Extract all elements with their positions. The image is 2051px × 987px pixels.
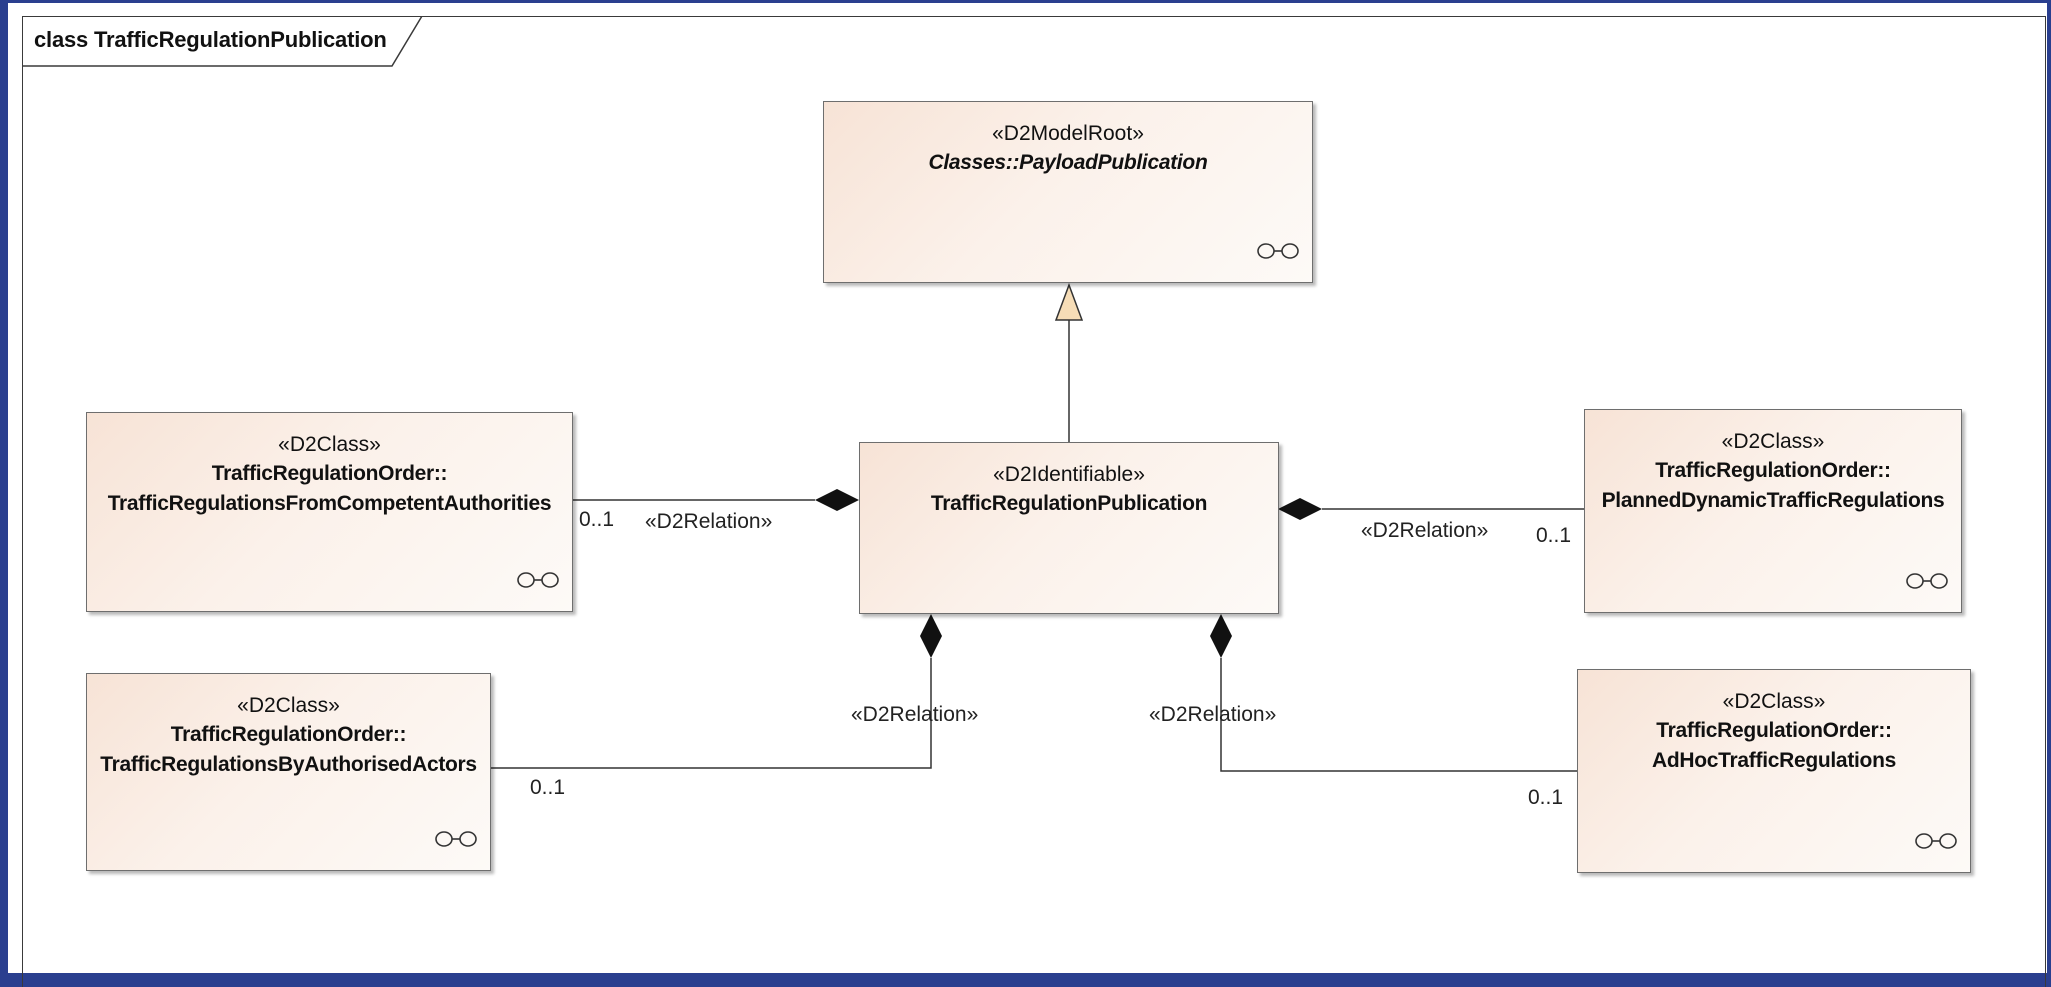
multiplicity-authorised: 0..1 bbox=[530, 776, 566, 799]
class-name-line-2: TrafficRegulationsByAuthorisedActors bbox=[100, 753, 477, 776]
class-name-line-1: TrafficRegulationOrder:: bbox=[170, 723, 407, 746]
class-name-line-2: PlannedDynamicTrafficRegulations bbox=[1601, 489, 1945, 512]
class-planned-dynamic-traffic-regulations[interactable]: «D2Class» TrafficRegulationOrder:: Plann… bbox=[1584, 409, 1962, 613]
class-payload-publication[interactable]: «D2ModelRoot» Classes::PayloadPublicatio… bbox=[823, 101, 1313, 283]
stereotype-label: «D2Class» bbox=[278, 433, 381, 456]
stereotype-label: «D2Identifiable» bbox=[993, 463, 1145, 486]
relation-stereotype-competent: «D2Relation» bbox=[645, 510, 773, 533]
class-name-line-1: TrafficRegulationOrder:: bbox=[211, 462, 448, 485]
multiplicity-adhoc: 0..1 bbox=[1528, 786, 1564, 809]
link-icon bbox=[517, 572, 559, 588]
class-name-line-1: TrafficRegulationOrder:: bbox=[1656, 719, 1892, 742]
link-icon bbox=[435, 831, 477, 847]
relation-stereotype-planned: «D2Relation» bbox=[1361, 519, 1489, 542]
link-icon bbox=[1915, 833, 1957, 849]
composition-diamond-planned bbox=[1278, 498, 1322, 520]
class-name-line-2: TrafficRegulationsFromCompetentAuthoriti… bbox=[107, 492, 552, 515]
class-traffic-regulations-from-competent-authorities[interactable]: «D2Class» TrafficRegulationOrder:: Traff… bbox=[86, 412, 573, 612]
class-traffic-regulations-by-authorised-actors[interactable]: «D2Class» TrafficRegulationOrder:: Traff… bbox=[86, 673, 491, 871]
class-ad-hoc-traffic-regulations[interactable]: «D2Class» TrafficRegulationOrder:: AdHoc… bbox=[1577, 669, 1971, 873]
relation-line-adhoc bbox=[1220, 658, 1577, 772]
composition-diamond-authorised bbox=[920, 614, 942, 658]
multiplicity-competent: 0..1 bbox=[579, 508, 615, 531]
relation-stereotype-authorised: «D2Relation» bbox=[851, 703, 979, 726]
stereotype-label: «D2Class» bbox=[1721, 430, 1825, 453]
generalization-arrowhead bbox=[1054, 282, 1084, 321]
class-name: Classes::PayloadPublication bbox=[928, 151, 1208, 174]
relation-line-authorised bbox=[490, 658, 932, 769]
class-traffic-regulation-publication[interactable]: «D2Identifiable» TrafficRegulationPublic… bbox=[859, 442, 1279, 614]
class-name-line-2: AdHocTrafficRegulations bbox=[1652, 749, 1896, 772]
composition-diamond-competent bbox=[815, 489, 859, 511]
composition-diamond-adhoc bbox=[1210, 614, 1232, 658]
link-icon bbox=[1257, 243, 1299, 259]
class-name-line-1: TrafficRegulationOrder:: bbox=[1655, 459, 1891, 482]
stereotype-label: «D2Class» bbox=[237, 694, 340, 717]
relation-stereotype-adhoc: «D2Relation» bbox=[1149, 703, 1277, 726]
stereotype-label: «D2Class» bbox=[1722, 690, 1826, 713]
class-name: TrafficRegulationPublication bbox=[930, 492, 1208, 515]
stereotype-label: «D2ModelRoot» bbox=[992, 122, 1144, 145]
diagram-frame bbox=[22, 16, 2046, 987]
diagram-title: class TrafficRegulationPublication bbox=[34, 27, 387, 52]
multiplicity-planned: 0..1 bbox=[1536, 524, 1572, 547]
link-icon bbox=[1906, 573, 1948, 589]
